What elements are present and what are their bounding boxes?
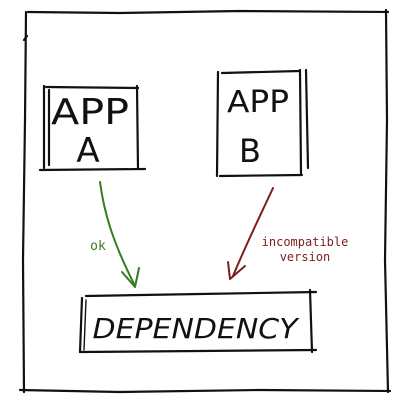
app-a-label-line2: A <box>76 131 99 171</box>
app-b-box <box>215 68 310 178</box>
dependency-box <box>78 288 318 354</box>
incompatible-arrow-label-line2: version <box>280 250 331 264</box>
incompatible-arrow <box>227 187 274 280</box>
dependency-label: DEPENDENCY <box>93 312 300 345</box>
app-b-label-line1: APP <box>227 85 289 120</box>
ok-arrow-label: ok <box>90 239 106 254</box>
incompatible-arrow-label-line1: incompatible <box>262 235 349 249</box>
app-a-label-line1: APP <box>51 92 129 133</box>
outer-frame <box>18 8 392 394</box>
ok-arrow <box>99 181 140 288</box>
app-a-box <box>38 84 147 172</box>
app-b-label-line2: B <box>239 132 261 170</box>
